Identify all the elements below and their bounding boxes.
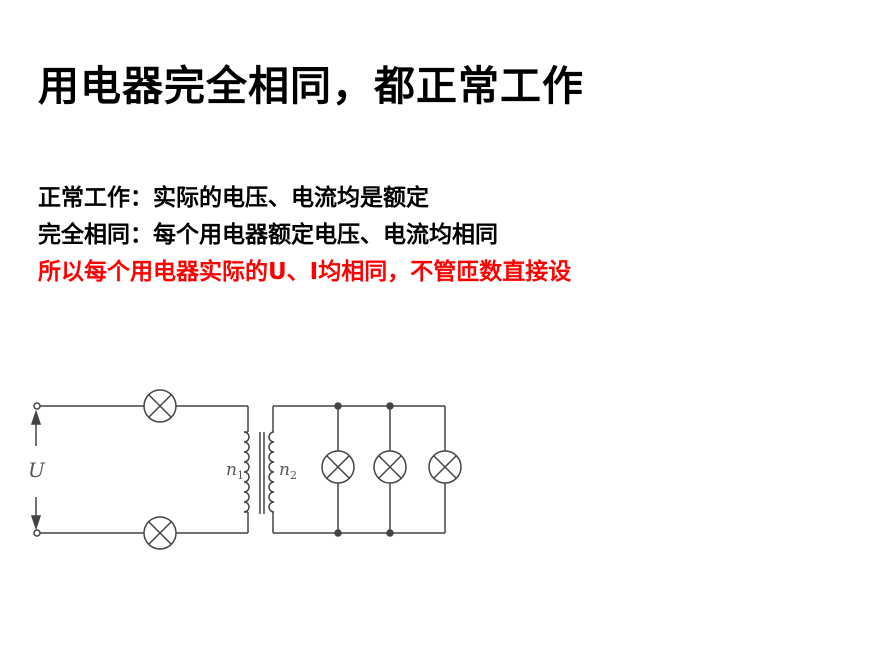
junction-dot: [334, 529, 342, 537]
slide-title: 用电器完全相同，都正常工作: [38, 62, 584, 110]
lamp-icon: [143, 389, 177, 423]
secondary-circuit: [272, 402, 462, 537]
secondary-turns-label: n2: [279, 460, 297, 482]
lamp-icon: [143, 516, 177, 550]
lamp-icon: [373, 450, 407, 484]
lamp-icon: [321, 450, 355, 484]
primary-coil: [243, 431, 250, 513]
terminal-bottom: [33, 529, 41, 537]
terminal-top: [33, 402, 41, 410]
conclusion-note: 所以每个用电器实际的U、I均相同，不管匝数直接设: [38, 259, 572, 285]
voltage-arrow-icon: [30, 409, 42, 531]
transformer-core: [259, 432, 265, 514]
voltage-label: U: [28, 458, 46, 482]
normal-operation-note: 正常工作：实际的电压、电流均是额定: [38, 185, 429, 211]
lamp-icon: [428, 450, 462, 484]
primary-turns-label: n1: [226, 460, 244, 482]
primary-circuit: [30, 389, 249, 550]
identical-devices-note: 完全相同：每个用电器额定电压、电流均相同: [38, 222, 498, 248]
junction-dot: [386, 529, 394, 537]
secondary-coil: [268, 431, 275, 513]
junction-dot: [386, 402, 394, 410]
junction-dot: [334, 402, 342, 410]
